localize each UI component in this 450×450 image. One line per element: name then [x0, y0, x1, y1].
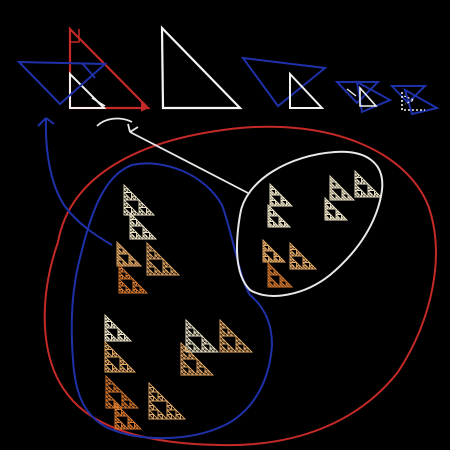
smallest-triangle-cluster [389, 85, 440, 116]
white-region-fractal [329, 174, 356, 201]
white-right-triangle [160, 25, 243, 110]
blue-arrow [37, 117, 113, 246]
blue-region-fractal [104, 313, 133, 342]
blue-region-fractal [116, 240, 143, 267]
blue-region-fractal [104, 340, 137, 373]
white-region-fractal [289, 241, 318, 270]
white-region-fractal [267, 203, 292, 228]
blue-triangle-left [16, 60, 108, 106]
blue-region-fractal [123, 183, 156, 216]
blue-region [70, 162, 274, 440]
white-region-fractal [267, 261, 294, 288]
white-region-fractal [354, 169, 383, 198]
red-right-triangle [68, 26, 151, 112]
blue-region-fractal [148, 381, 187, 420]
blue-triangle-pair [240, 56, 328, 109]
fractal-clusters [104, 169, 383, 430]
blue-region-fractal [180, 341, 215, 376]
white-region-fractal [269, 182, 294, 207]
blue-region-fractal [114, 401, 143, 430]
blue-region-fractal [219, 318, 254, 353]
white-arrow [96, 117, 249, 194]
white-region [236, 150, 384, 297]
blue-region-fractal [118, 263, 149, 294]
blue-region-fractal [129, 211, 158, 240]
blue-region-fractal [105, 374, 140, 409]
outer-red-region [43, 125, 437, 447]
white-region-fractal [262, 238, 287, 263]
blue-region-fractal [146, 241, 181, 276]
blue-region-fractal [185, 318, 220, 353]
small-triangle-cluster [334, 80, 393, 114]
white-region-fractal [324, 196, 349, 221]
